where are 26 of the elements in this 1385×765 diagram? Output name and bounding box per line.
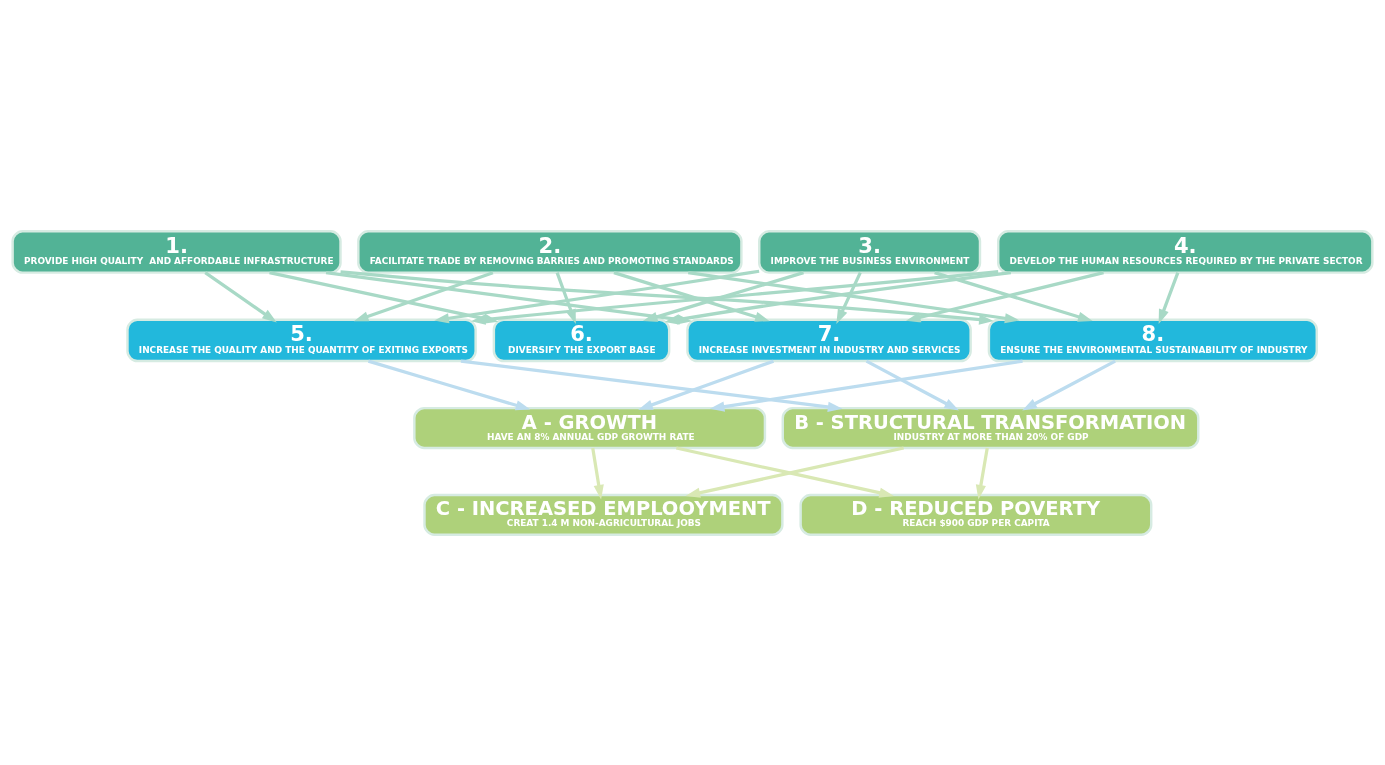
arrow	[591, 447, 604, 500]
arrow	[1158, 271, 1180, 324]
arrow	[1022, 359, 1116, 410]
node-box: 7. INCREASE INVESTMENT IN INDUSTRY AND SERVICES	[686, 318, 972, 362]
arrow	[905, 270, 1104, 322]
arrow	[836, 271, 862, 324]
arrow	[638, 359, 775, 410]
node-box: 2. FACILITATE TRADE BY REMOVING BARRIES AND PROMOTING STANDARDS	[357, 229, 743, 274]
arrow	[709, 359, 1023, 412]
arrow	[934, 270, 1093, 322]
node-box: D - REDUCED POVERTY REACH $900 GDP PER CAPITA	[799, 493, 1153, 536]
node-box: 8. ENSURE THE ENVIRONMENTAL SUSTAINABILITY OF INDUSTRY	[987, 318, 1318, 362]
node-box: 5. INCREASE THE QUALITY AND THE QUANTITY OF EXITING EXPORTS	[126, 318, 477, 362]
arrow	[865, 359, 959, 410]
node-box: C - INCREASED EMPLOOYMENT CREAT 1.4 M NON-AGRICULTURAL JOBS	[423, 493, 784, 536]
node-box: 1. PROVIDE HIGH QUALITY AND AFFORDABLE INFRASTRUCTURE	[11, 229, 342, 274]
node-box: 6. DIVERSIFY THE EXPORT BASE	[492, 318, 671, 362]
arrow	[975, 447, 989, 500]
node-box: A - GROWTH HAVE AN 8% ANNUAL GDP GROWTH RATE	[413, 406, 767, 449]
node-box: 4. DEVELOP THE HUMAN RESOURCES REQUIRED BY THE PRIVATE SECTOR	[997, 229, 1374, 274]
arrow	[460, 359, 843, 412]
arrow	[204, 270, 277, 322]
arrow	[353, 270, 494, 321]
arrow	[367, 359, 531, 410]
node-box: B - STRUCTURAL TRANSFORMATION INDUSTRY AT MORE THAN 20% OF GDP	[781, 406, 1200, 449]
node-box: 3. IMPROVE THE BUSINESS ENVIRONMENT	[758, 229, 982, 274]
